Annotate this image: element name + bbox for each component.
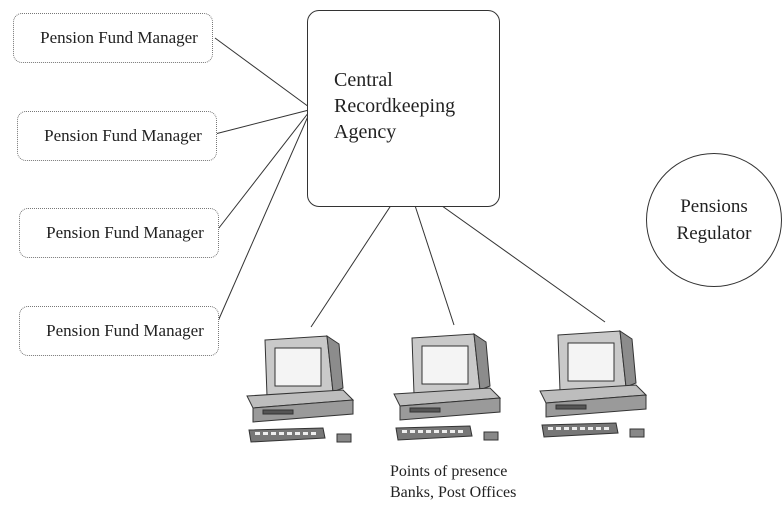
central-recordkeeping-agency-box: Central Recordkeeping Agency xyxy=(307,10,500,207)
pension-fund-manager-label-3: Pension Fund Manager xyxy=(46,223,204,242)
pension-fund-manager-box-3: Pension Fund Manager xyxy=(19,208,219,258)
pensions-regulator-label: Pensions Regulator xyxy=(677,193,752,247)
pension-fund-manager-label-4: Pension Fund Manager xyxy=(46,321,204,340)
regulator-line-1: Pensions xyxy=(680,196,748,217)
connector-pfm-1 xyxy=(214,37,310,108)
cra-line-1: Central xyxy=(334,69,393,91)
pension-fund-manager-box-2: Pension Fund Manager xyxy=(17,111,217,161)
central-recordkeeping-agency-label: Central Recordkeeping Agency xyxy=(334,67,455,145)
pension-fund-manager-box-1: Pension Fund Manager xyxy=(13,13,213,63)
desktop-computer-icon xyxy=(539,329,648,438)
pop-line-2: Banks, Post Offices xyxy=(390,484,517,501)
connector-pfm-3 xyxy=(214,111,310,234)
pensions-regulator-circle: Pensions Regulator xyxy=(646,153,782,287)
pension-fund-manager-label-2: Pension Fund Manager xyxy=(44,126,202,145)
cra-line-2: Recordkeeping xyxy=(334,95,456,117)
connector-pfm-2 xyxy=(214,109,310,135)
desktop-computer-icon xyxy=(246,334,355,443)
cra-line-3: Agency xyxy=(334,121,397,143)
regulator-line-2: Regulator xyxy=(676,223,752,244)
connector-pfm-4 xyxy=(214,113,310,329)
pension-fund-manager-box-4: Pension Fund Manager xyxy=(19,306,219,356)
pension-fund-manager-label-1: Pension Fund Manager xyxy=(40,28,198,47)
points-of-presence-label: Points of presence Banks, Post Offices xyxy=(390,461,516,503)
pop-line-1: Points of presence xyxy=(390,463,508,480)
desktop-computer-icon xyxy=(393,332,502,441)
